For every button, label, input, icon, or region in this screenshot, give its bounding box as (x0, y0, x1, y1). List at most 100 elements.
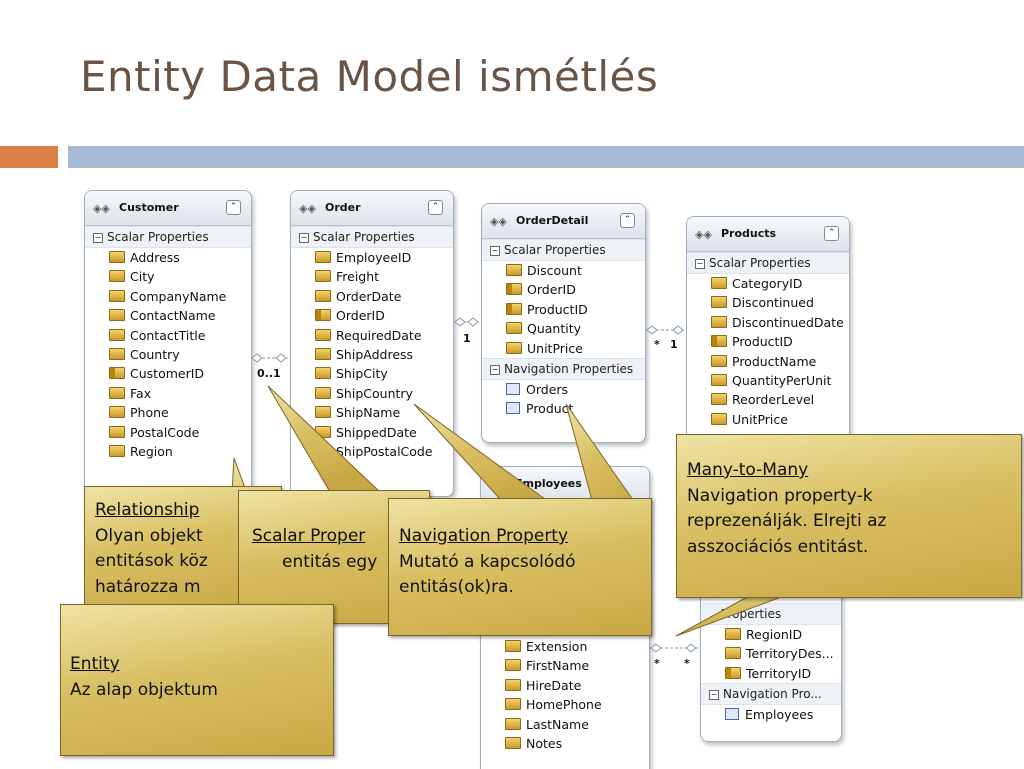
property-icon (711, 354, 727, 367)
collapse-icon[interactable]: ⌃ (428, 200, 443, 215)
property-contacttitle[interactable]: ContactTitle (85, 326, 251, 345)
property-freight[interactable]: Freight (291, 267, 453, 286)
property-customerid[interactable]: CustomerID (85, 364, 251, 383)
property-lastname[interactable]: LastName (481, 715, 649, 734)
property-icon (315, 386, 331, 399)
expand-box-icon[interactable]: − (93, 233, 103, 243)
key-property-icon (315, 309, 331, 322)
entity-orderdetail[interactable]: ◈◈OrderDetail⌃ −Scalar Properties Discou… (481, 203, 646, 443)
nav-property-product[interactable]: Product (482, 399, 645, 418)
entity-customer[interactable]: ◈◈Customer⌃ −Scalar Properties Address C… (84, 190, 252, 497)
scalar-properties-header[interactable]: −Scalar Properties (482, 239, 645, 261)
property-icon (315, 270, 331, 283)
property-unitprice[interactable]: UnitPrice (687, 410, 849, 429)
property-icon (109, 406, 125, 419)
property-shipname[interactable]: ShipName (291, 403, 453, 422)
multiplicity-label: * (684, 657, 690, 670)
property-contactname[interactable]: ContactName (85, 306, 251, 325)
property-shippeddate[interactable]: ShippedDate (291, 423, 453, 442)
expand-box-icon[interactable]: − (490, 246, 500, 256)
property-discontinueddate[interactable]: DiscontinuedDate (687, 313, 849, 332)
property-homephone[interactable]: HomePhone (481, 695, 649, 714)
entity-icon: ◈◈ (490, 215, 507, 228)
property-orderid[interactable]: OrderID (291, 306, 453, 325)
property-productid[interactable]: ProductID (687, 332, 849, 351)
property-productid[interactable]: ProductID (482, 300, 645, 319)
entity-territories[interactable]: ...Properties RegionID TerritoryDes... T… (700, 580, 842, 742)
property-country[interactable]: Country (85, 345, 251, 364)
property-orderid[interactable]: OrderID (482, 280, 645, 299)
property-shipcountry[interactable]: ShipCountry (291, 384, 453, 403)
expand-box-icon[interactable]: − (709, 690, 719, 701)
navigation-property-icon (506, 382, 520, 395)
property-territorydescription[interactable]: TerritoryDes... (701, 644, 841, 663)
property-notes[interactable]: Notes (481, 734, 649, 753)
property-icon (505, 717, 521, 730)
key-property-icon (506, 283, 522, 296)
entity-order[interactable]: ◈◈Order⌃ −Scalar Properties EmployeeID F… (290, 190, 454, 497)
callout-line: entitás egy (282, 551, 378, 572)
expand-box-icon[interactable]: − (490, 364, 500, 375)
property-address[interactable]: Address (85, 248, 251, 267)
property-territoryid[interactable]: TerritoryID (701, 664, 841, 683)
property-icon (315, 347, 331, 360)
expand-box-icon[interactable]: − (299, 233, 309, 243)
property-quantityperunit[interactable]: QuantityPerUnit (687, 371, 849, 390)
expand-box-icon[interactable]: − (695, 259, 705, 269)
property-icon (505, 698, 521, 711)
collapse-icon[interactable]: ⌃ (226, 200, 241, 215)
entity-products[interactable]: ◈◈Products⌃ −Scalar Properties CategoryI… (686, 216, 850, 444)
property-employeeid[interactable]: EmployeeID (291, 248, 453, 267)
property-hiredate[interactable]: HireDate (481, 676, 649, 695)
multiplicity-label: 1 (670, 338, 678, 351)
property-icon (109, 425, 125, 438)
property-icon (109, 347, 125, 360)
property-firstname[interactable]: FirstName (481, 656, 649, 675)
property-icon (315, 328, 331, 341)
navigation-properties-header[interactable]: −Navigation Pro... (701, 683, 841, 706)
property-extension[interactable]: Extension (481, 637, 649, 656)
scalar-properties-header[interactable]: −Scalar Properties (291, 226, 453, 248)
property-fax[interactable]: Fax (85, 384, 251, 403)
scalar-properties-header[interactable]: −Scalar Properties (687, 252, 849, 274)
property-regionid[interactable]: RegionID (701, 625, 841, 644)
multiplicity-label: * (654, 657, 660, 670)
property-shipaddress[interactable]: ShipAddress (291, 345, 453, 364)
property-region[interactable]: Region (85, 442, 251, 461)
entity-name: Employees (515, 477, 582, 490)
property-icon (711, 373, 727, 386)
navigation-property-callout-text: Navigation Property Mutató a kapcsolódó … (399, 524, 576, 601)
navigation-properties-header[interactable]: −Navigation Properties (482, 357, 645, 380)
property-discount[interactable]: Discount (482, 261, 645, 280)
property-icon (506, 322, 522, 335)
property-categoryid[interactable]: CategoryID (687, 274, 849, 293)
property-postalcode[interactable]: PostalCode (85, 423, 251, 442)
property-productname[interactable]: ProductName (687, 352, 849, 371)
property-icon (505, 736, 521, 749)
property-quantity[interactable]: Quantity (482, 319, 645, 338)
property-shipcity[interactable]: ShipCity (291, 364, 453, 383)
property-companyname[interactable]: CompanyName (85, 287, 251, 306)
property-requireddate[interactable]: RequiredDate (291, 326, 453, 345)
property-icon (505, 659, 521, 672)
property-phone[interactable]: Phone (85, 403, 251, 422)
property-reorderlevel[interactable]: ReorderLevel (687, 390, 849, 409)
property-unitprice[interactable]: UnitPrice (482, 339, 645, 358)
nav-property-orders[interactable]: Orders (482, 380, 645, 399)
relationship-callout-text: Relationship Olyan objekt entitások köz … (95, 498, 208, 600)
collapse-icon[interactable]: ⌃ (620, 213, 635, 228)
property-icon (725, 628, 741, 640)
property-icon (109, 270, 125, 283)
scalar-properties-header[interactable]: −Scalar Properties (85, 226, 251, 248)
property-city[interactable]: City (85, 267, 251, 286)
collapse-icon[interactable]: ⌃ (824, 226, 839, 241)
nav-property-employees[interactable]: Employees (701, 705, 841, 724)
property-discontinued[interactable]: Discontinued (687, 293, 849, 312)
property-icon (711, 412, 727, 425)
property-icon (725, 647, 741, 660)
callout-heading: Many-to-Many (687, 460, 809, 480)
property-orderdate[interactable]: OrderDate (291, 287, 453, 306)
callout-line: Olyan objekt (95, 525, 203, 546)
callout-line: Az alap objektum (70, 679, 218, 700)
